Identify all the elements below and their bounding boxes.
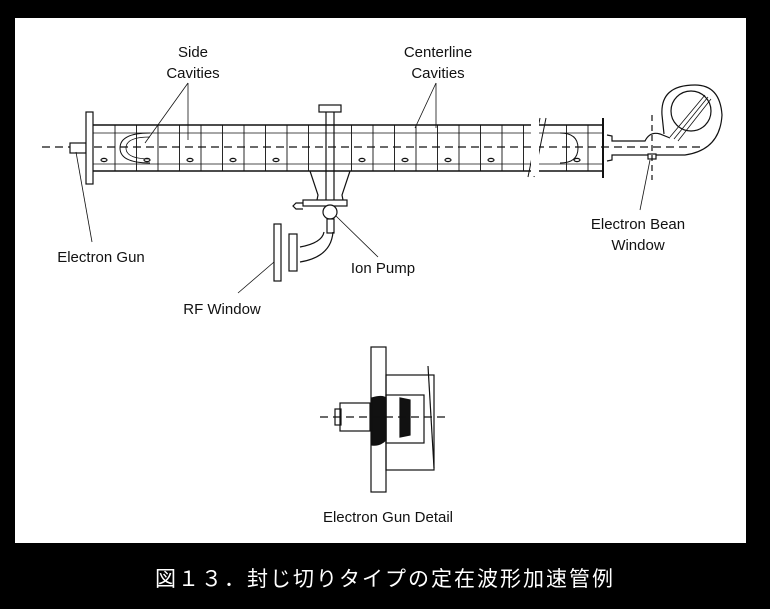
label-centerline-cavities-1: Centerline bbox=[404, 44, 472, 61]
coupling-hole bbox=[229, 157, 237, 163]
label-electron-beam-window-1: Electron Bean bbox=[591, 216, 685, 233]
coupling-hole bbox=[143, 157, 151, 163]
coupling-hole bbox=[401, 157, 409, 163]
electron-gun-detail-drawing bbox=[320, 346, 450, 493]
electron-beam-window-assembly bbox=[606, 84, 723, 180]
label-side-cavities-1: Side bbox=[178, 44, 208, 61]
label-side-cavities-2: Cavities bbox=[166, 65, 219, 82]
coupling-hole bbox=[358, 157, 366, 163]
accelerator-tube bbox=[93, 117, 604, 178]
label-electron-gun-detail: Electron Gun Detail bbox=[323, 509, 453, 526]
coupling-hole bbox=[487, 157, 495, 163]
label-electron-beam-window-2: Window bbox=[611, 237, 665, 254]
coupling-hole bbox=[272, 157, 280, 163]
coupling-hole bbox=[444, 157, 452, 163]
figure-caption: 図１３．封じ切りタイプの定在波形加速管例 bbox=[155, 567, 615, 591]
pump-branch bbox=[273, 104, 351, 282]
label-electron-gun: Electron Gun bbox=[57, 249, 145, 266]
label-ion-pump: Ion Pump bbox=[351, 260, 415, 277]
electron-gun-assembly bbox=[69, 111, 94, 185]
label-centerline-cavities-2: Cavities bbox=[411, 65, 464, 82]
leader-lines bbox=[75, 82, 651, 294]
label-rf-window: RF Window bbox=[183, 301, 261, 318]
coupling-hole bbox=[186, 157, 194, 163]
coupling-hole bbox=[573, 157, 581, 163]
coupling-hole bbox=[100, 157, 108, 163]
